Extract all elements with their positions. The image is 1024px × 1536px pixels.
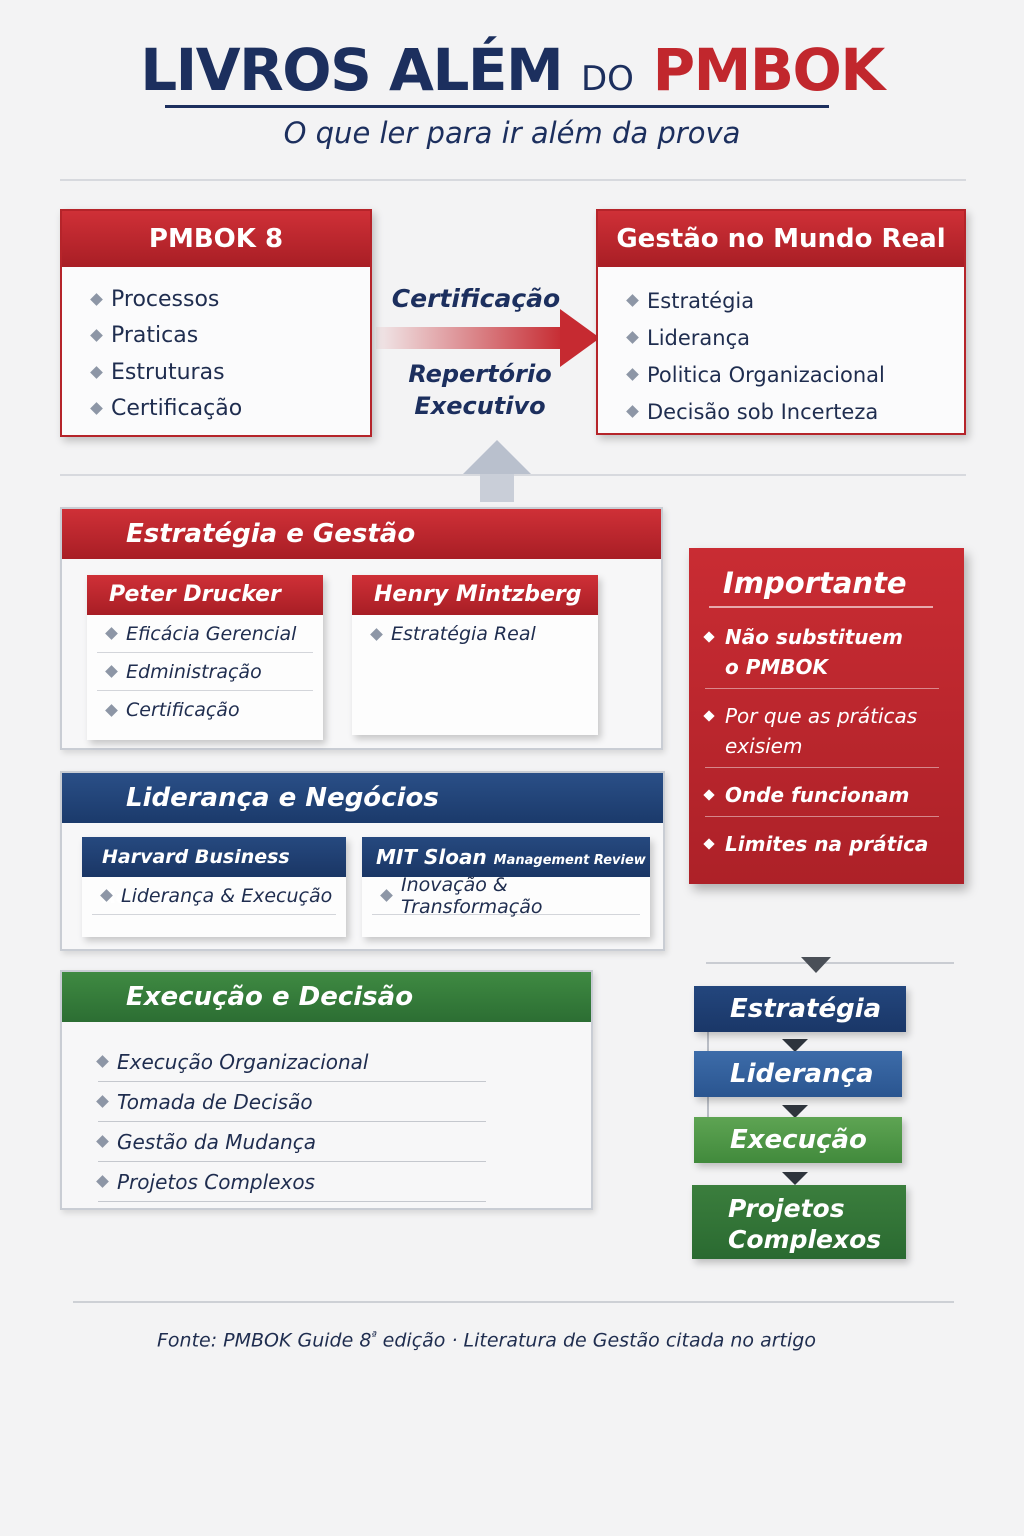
list-item: Processos [90, 281, 370, 318]
diamond-bullet-icon [703, 789, 715, 801]
diamond-bullet-icon [703, 838, 715, 850]
diamond-bullet-icon [626, 368, 639, 381]
pmbok8-list: Processos Praticas Estruturas Certificaç… [62, 267, 370, 427]
list-item: Estratégia [626, 282, 964, 319]
down-arrow-icon [782, 1105, 808, 1118]
diamond-bullet-icon [96, 1175, 109, 1188]
mintzberg-list: Estratégia Real [352, 615, 598, 653]
title-underline [165, 105, 829, 108]
flow-step-leadership: Liderança [694, 1051, 902, 1097]
execution-list: Execução Organizacional Tomada de Decisã… [62, 1022, 591, 1202]
footer-divider [73, 1301, 954, 1303]
diamond-bullet-icon [105, 665, 118, 678]
right-arrow-shaft [376, 327, 564, 349]
mit-sloan-card-title: MIT Sloan Management Review [362, 837, 650, 877]
page-subtitle: O que ler para ir além da prova [283, 116, 741, 150]
list-item: Tomada de Decisão [96, 1082, 486, 1122]
diamond-bullet-icon [96, 1055, 109, 1068]
real-world-box: Gestão no Mundo Real Estratégia Lideranç… [596, 209, 966, 435]
diamond-bullet-icon [380, 889, 393, 902]
mit-sloan-card: MIT Sloan Management Review Inovação & T… [362, 837, 650, 937]
diamond-bullet-icon [90, 402, 103, 416]
list-item: Projetos Complexos [96, 1162, 486, 1202]
important-divider [709, 606, 933, 608]
pmbok8-title: PMBOK 8 [62, 211, 370, 267]
diamond-bullet-icon [90, 365, 103, 379]
arrow-label-repertoire: Repertório Executivo [408, 360, 552, 420]
diamond-bullet-icon [105, 627, 118, 640]
diamond-bullet-icon [96, 1095, 109, 1108]
real-world-list: Estratégia Liderança Politica Organizaci… [598, 267, 964, 430]
diamond-bullet-icon [626, 405, 639, 418]
leadership-section: Liderança e Negócios Harvard Business Re… [60, 771, 665, 951]
hbr-list: Liderança & Execução [82, 877, 346, 915]
diamond-bullet-icon [703, 631, 715, 643]
diamond-bullet-icon [626, 331, 639, 344]
list-item: Estruturas [90, 354, 370, 391]
list-item: Liderança & Execução [92, 877, 336, 915]
diamond-bullet-icon [90, 292, 103, 306]
list-item: Certificação [90, 391, 370, 428]
flow-step-strategy: Estratégia [694, 986, 906, 1032]
leadership-section-title: Liderança e Negócios [62, 773, 663, 823]
diamond-bullet-icon [90, 329, 103, 343]
diamond-bullet-icon [370, 627, 383, 641]
title-part-1: LIVROS ALÉM [140, 36, 564, 104]
drucker-card: Peter Drucker Eficácia Gerencial Edminis… [87, 575, 323, 740]
drucker-card-title: Peter Drucker [87, 575, 323, 615]
execution-section: Execução e Decisão Execução Organizacion… [60, 970, 593, 1210]
strategy-section-title: Estratégia e Gestão [62, 509, 661, 559]
right-arrow-icon [560, 309, 600, 367]
diamond-bullet-icon [105, 703, 118, 717]
mintzberg-card: Henry Mintzberg Estratégia Real [352, 575, 598, 735]
hbr-card: Harvard Business Review Liderança & Exec… [82, 837, 346, 937]
up-arrow-shaft [480, 472, 514, 502]
up-arrow-icon [463, 440, 531, 474]
mintzberg-card-title: Henry Mintzberg [352, 575, 598, 615]
list-item: Eficácia Gerencial [97, 615, 313, 653]
list-item: Gestão da Mudança [96, 1122, 486, 1162]
real-world-title: Gestão no Mundo Real [598, 211, 964, 267]
list-item: Limites na prática [703, 829, 939, 865]
title-part-3: PMBOK [652, 36, 886, 104]
down-arrow-icon [782, 1039, 808, 1052]
mit-sloan-list: Inovação & Transformação [362, 874, 650, 918]
list-item: Inovação & Transformação [372, 874, 640, 918]
drucker-list: Eficácia Gerencial Edministração Certifi… [87, 615, 323, 729]
diamond-bullet-icon [626, 294, 639, 307]
strategy-section: Estratégia e Gestão Peter Drucker Eficác… [60, 507, 663, 750]
flow-step-execution: Execução [694, 1117, 902, 1163]
flow-step-complex-projects: Projetos Complexos [692, 1185, 906, 1259]
list-item: Liderança [626, 319, 964, 356]
arrow-label-certification: Certificação [391, 284, 561, 313]
list-item: Edministração [97, 653, 313, 691]
down-arrow-icon [782, 1172, 808, 1185]
header-divider [60, 179, 966, 181]
list-item: Certificação [97, 691, 313, 729]
list-item: Estratégia Real [362, 615, 588, 653]
hbr-card-title: Harvard Business Review [82, 837, 346, 908]
diamond-bullet-icon [703, 710, 715, 722]
page-title: LIVROS ALÉM DO PMBOK [0, 38, 1024, 111]
diamond-bullet-icon [96, 1135, 109, 1148]
important-title: Importante [723, 566, 907, 600]
execution-section-title: Execução e Decisão [62, 972, 591, 1022]
list-item: Execução Organizacional [96, 1042, 486, 1082]
list-item: Politica Organizacional [626, 356, 964, 393]
list-item: Onde funcionam [703, 780, 939, 817]
pmbok8-box: PMBOK 8 Processos Praticas Estruturas Ce… [60, 209, 372, 437]
down-triangle-icon [801, 957, 831, 973]
list-item: Decisão sob Incerteza [626, 393, 964, 430]
footer-source: Fonte: PMBOK Guide 8ª edição · Literatur… [157, 1329, 816, 1352]
list-item: Praticas [90, 318, 370, 355]
title-part-2: DO [580, 59, 634, 99]
